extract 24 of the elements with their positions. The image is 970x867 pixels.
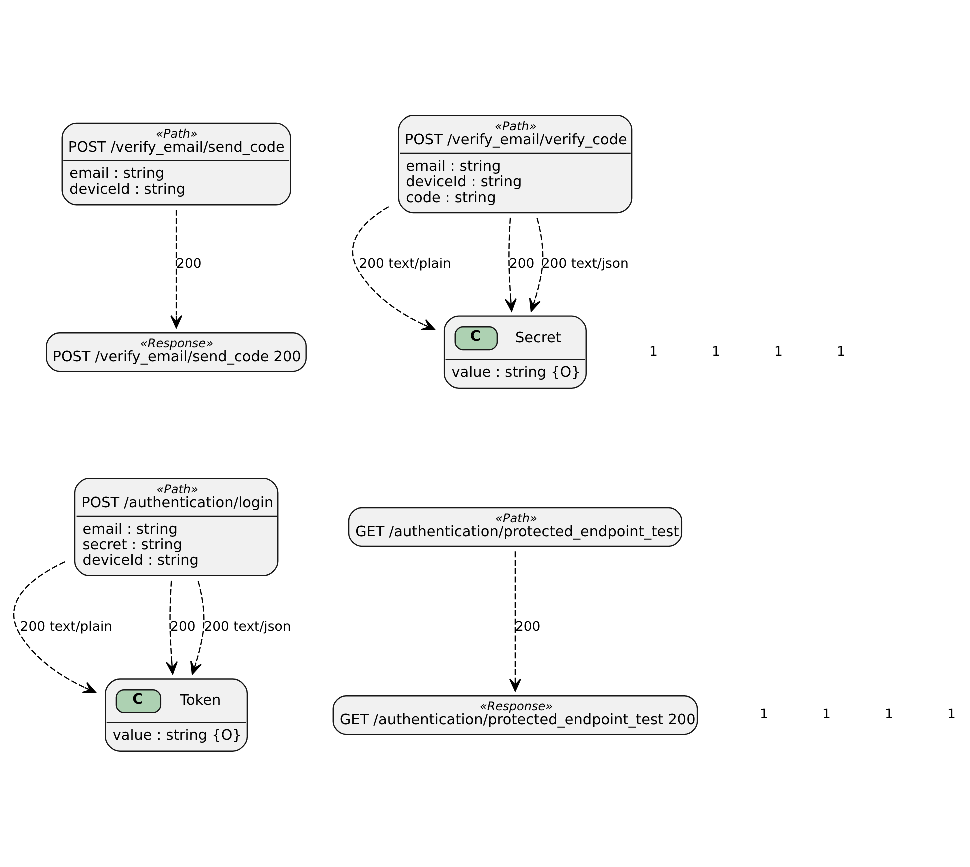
- label: 1: [822, 708, 830, 723]
- edge-label: 200 text/plain: [20, 620, 112, 635]
- edge-label: 200 text/json: [204, 620, 291, 635]
- edge-label: 200: [176, 257, 202, 272]
- arrow: [170, 210, 182, 329]
- label: 1: [947, 708, 956, 723]
- arrow: [352, 206, 435, 330]
- label: 1: [884, 708, 893, 723]
- edge-label: 200: [514, 620, 540, 635]
- edge-label: 200: [508, 257, 534, 272]
- arrow: [528, 218, 544, 312]
- arrow: [504, 218, 516, 312]
- label: 1: [760, 708, 768, 723]
- label: 1: [648, 344, 658, 360]
- edge-label: 200: [170, 620, 196, 635]
- label: 1: [774, 344, 782, 360]
- arrow: [508, 552, 521, 692]
- arrow: [190, 580, 204, 675]
- edge-label: 200 text/plain: [358, 257, 451, 272]
- arrow: [12, 562, 96, 694]
- arrow: [166, 580, 178, 675]
- label: 1: [711, 344, 720, 360]
- label: 1: [836, 344, 845, 360]
- edge-label: 200 text/json: [541, 257, 628, 272]
